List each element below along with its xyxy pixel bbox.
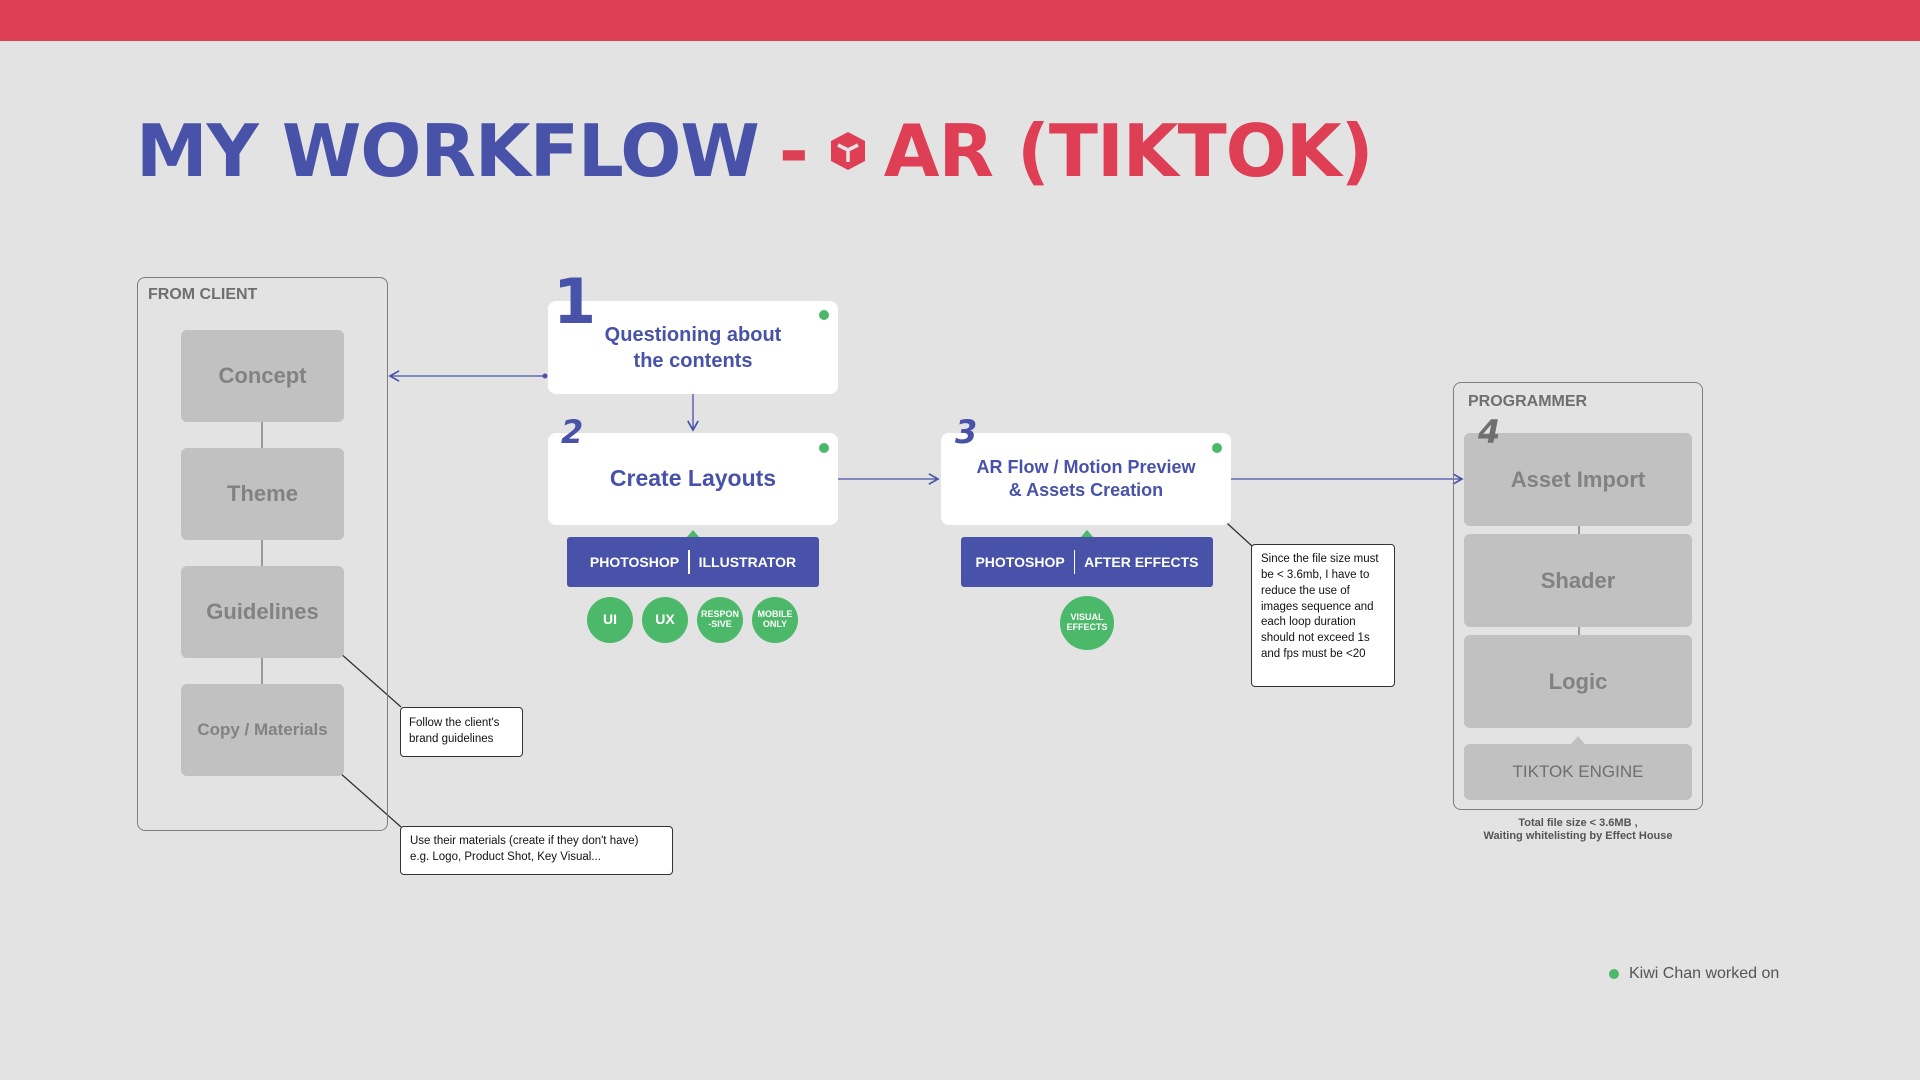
step3-worked-dot bbox=[1212, 443, 1222, 453]
programmer-caption-line1: Total file size < 3.6MB , bbox=[1518, 817, 1638, 829]
page-title: MY WORKFLOW - AR (TIKTOK) bbox=[136, 106, 1374, 196]
engine-notch bbox=[1571, 736, 1585, 744]
tag-ux: UX bbox=[642, 597, 688, 643]
from-client-label: FROM CLIENT bbox=[148, 286, 258, 303]
tool-separator-2 bbox=[1073, 550, 1076, 574]
legend-label: Kiwi Chan worked on bbox=[1629, 965, 1780, 982]
tag-responsive: RESPON -SIVE bbox=[697, 597, 743, 643]
legend: Kiwi Chan worked on bbox=[1609, 965, 1779, 983]
note-materials-line1: Use their materials (create if they don'… bbox=[410, 835, 639, 847]
title-workflow: MY WORKFLOW bbox=[136, 109, 760, 193]
tag-ui: UI bbox=[587, 597, 633, 643]
step2-worked-dot bbox=[819, 443, 829, 453]
from-client-panel bbox=[137, 277, 388, 831]
title-dash: - bbox=[778, 109, 809, 193]
tool-photoshop-2: PHOTOSHOP bbox=[975, 554, 1065, 570]
step2-box: Create Layouts bbox=[548, 433, 838, 525]
step1-line2: the contents bbox=[633, 349, 753, 372]
client-item-copy-materials: Copy / Materials bbox=[181, 684, 344, 776]
note-filesize: Since the file size must be < 3.6mb, I h… bbox=[1251, 544, 1395, 687]
programmer-panel bbox=[1453, 382, 1703, 810]
tool-photoshop: PHOTOSHOP bbox=[589, 554, 680, 570]
step1-number: 1 bbox=[553, 265, 597, 338]
step3-number: 3 bbox=[955, 413, 978, 451]
client-item-theme: Theme bbox=[181, 448, 344, 540]
tool-separator bbox=[688, 550, 690, 574]
step1-box: Questioning about the contents bbox=[548, 301, 838, 394]
tool-after-effects: AFTER EFFECTS bbox=[1084, 554, 1199, 570]
programmer-item-logic: Logic bbox=[1464, 635, 1692, 728]
step1-worked-dot bbox=[819, 310, 829, 320]
title-ar-tiktok: AR (TIKTOK) bbox=[883, 109, 1374, 193]
programmer-caption-line2: Waiting whitelisting by Effect House bbox=[1483, 829, 1673, 842]
step3-tools-notch bbox=[1080, 530, 1094, 538]
client-item-guidelines: Guidelines bbox=[181, 566, 344, 658]
note-guidelines: Follow the client's brand guidelines bbox=[400, 707, 523, 757]
arrow-step1-to-client bbox=[388, 370, 548, 382]
note-materials: Use their materials (create if they don'… bbox=[400, 826, 673, 875]
tool-illustrator: ILLUSTRATOR bbox=[698, 554, 797, 570]
legend-green-dot bbox=[1609, 969, 1619, 979]
client-item-concept: Concept bbox=[181, 330, 344, 422]
step3-box: AR Flow / Motion Preview & Assets Creati… bbox=[941, 433, 1231, 525]
tag-visual-effects: VISUAL EFFECTS bbox=[1060, 596, 1114, 650]
ar-cube-icon bbox=[830, 132, 865, 170]
tag-mobile-only: MOBILE ONLY bbox=[752, 597, 798, 643]
step2-tools-notch bbox=[686, 530, 700, 538]
step3-tools-bar: PHOTOSHOP AFTER EFFECTS bbox=[961, 537, 1213, 587]
step3-line2: & Assets Creation bbox=[1008, 480, 1164, 500]
top-accent-bar bbox=[0, 0, 1920, 41]
programmer-label: PROGRAMMER bbox=[1468, 393, 1588, 410]
tiktok-engine-box: TIKTOK ENGINE bbox=[1464, 744, 1692, 800]
client-connector-line bbox=[261, 420, 263, 688]
step1-line1: Questioning about bbox=[604, 323, 782, 346]
programmer-item-asset-import: Asset Import bbox=[1464, 433, 1692, 526]
note-materials-line2: e.g. Logo, Product Shot, Key Visual... bbox=[410, 850, 601, 863]
programmer-caption: Total file size < 3.6MB , Waiting whitel… bbox=[1448, 817, 1708, 842]
step2-number: 2 bbox=[561, 413, 584, 451]
step3-line1: AR Flow / Motion Preview bbox=[976, 456, 1196, 477]
step2-label: Create Layouts bbox=[609, 465, 777, 492]
step2-tools-bar: PHOTOSHOP ILLUSTRATOR bbox=[567, 537, 819, 587]
step4-number: 4 bbox=[1478, 413, 1501, 451]
programmer-item-shader: Shader bbox=[1464, 534, 1692, 627]
